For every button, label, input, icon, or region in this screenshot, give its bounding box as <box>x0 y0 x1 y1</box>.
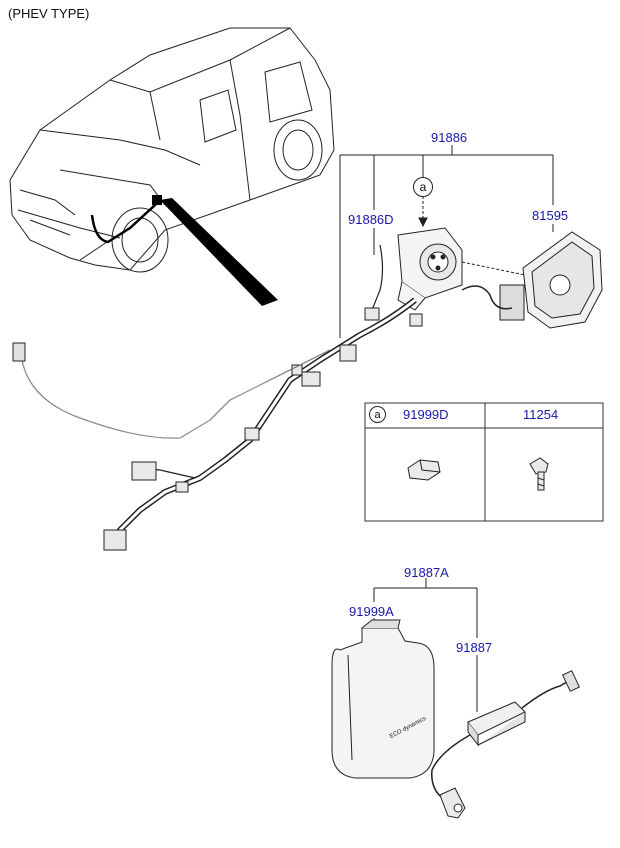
parts-table-lines <box>364 402 604 522</box>
charger-cable-out <box>521 679 571 709</box>
callout-91999a[interactable]: 91999A <box>349 604 394 619</box>
callout-91887a[interactable]: 91887A <box>404 565 449 580</box>
callout-81595[interactable]: 81595 <box>532 208 569 223</box>
callout-11254[interactable]: 11254 <box>523 407 559 422</box>
bracket-91886 <box>339 145 554 338</box>
charger-cable-in <box>431 734 471 801</box>
portable-charger <box>467 701 526 747</box>
dash-link <box>461 261 526 276</box>
charger-plug <box>562 670 580 692</box>
leader-band <box>160 198 278 306</box>
harness-clips <box>103 307 423 551</box>
callout-91999d[interactable]: 91999D <box>403 407 449 422</box>
callout-91887[interactable]: 91887 <box>456 640 493 655</box>
pouch <box>331 619 435 779</box>
vehicle-connector-plug <box>439 787 466 819</box>
vehicle-illustration <box>9 27 335 273</box>
vehicle-connector <box>152 195 162 205</box>
clip-part <box>407 459 441 481</box>
ref-circle-a: a <box>413 177 433 197</box>
charge-door <box>499 231 603 329</box>
page-title: (PHEV TYPE) <box>8 6 90 21</box>
cable-end-connector <box>12 342 26 362</box>
bracket-91887a <box>373 578 478 712</box>
charging-port <box>397 227 463 311</box>
door-cable <box>461 285 513 310</box>
callout-91886[interactable]: 91886 <box>431 130 468 145</box>
vehicle-harness-line <box>90 197 162 244</box>
bolt-part <box>529 457 549 491</box>
thin-cable-inner <box>21 349 331 439</box>
callout-91886d[interactable]: 91886D <box>348 212 394 227</box>
table-ref-a: a <box>369 406 386 423</box>
